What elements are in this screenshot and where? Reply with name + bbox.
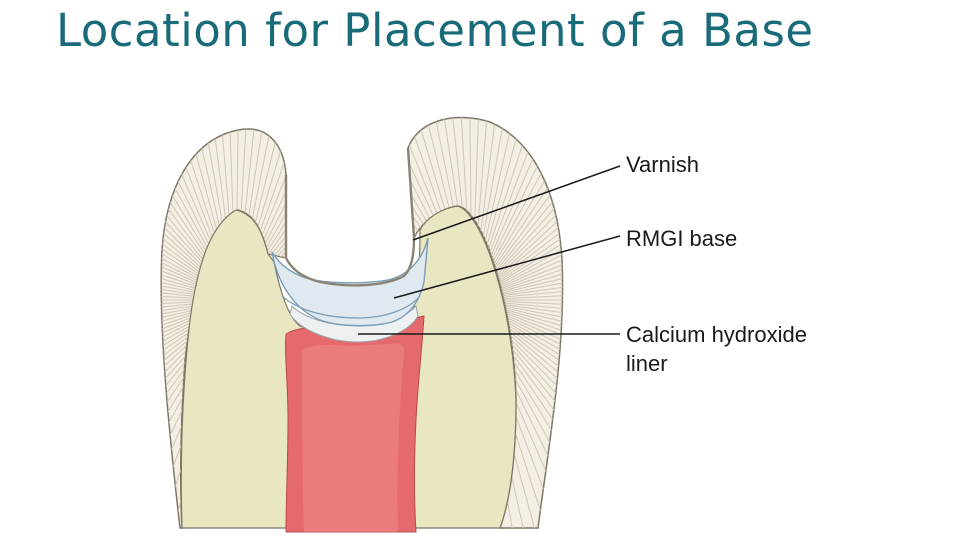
enamel-rod-line [476, 117, 542, 281]
enamel-rod-line [491, 303, 563, 349]
enamel-rod-line [489, 182, 563, 292]
enamel-rod-line [161, 128, 225, 285]
enamel-rod-line [489, 308, 563, 418]
enamel-rod-line [477, 117, 553, 282]
enamel-rod-line [161, 303, 217, 349]
enamel-rod-line [478, 117, 563, 282]
enamel-rod-line [161, 151, 220, 290]
enamel-rod-line [490, 204, 563, 294]
enamel-rod-line [161, 128, 222, 287]
bottom-fade [150, 470, 570, 542]
enamel-rod-line [489, 172, 563, 291]
enamel-rod-line [161, 287, 217, 300]
enamel-rod-line [491, 287, 563, 300]
enamel-rod-line [161, 304, 217, 361]
enamel-rod-line [480, 117, 563, 283]
enamel-rod-line [487, 311, 563, 459]
enamel-rod-line [491, 275, 563, 299]
enamel-rod-line [491, 263, 563, 298]
enamel-rod-line [161, 300, 217, 313]
varnish-leader-line [412, 165, 621, 241]
slide-title: Location for Placement of a Base [56, 4, 814, 57]
enamel-rod-line [486, 132, 563, 288]
enamel-rod-line [161, 204, 218, 294]
enamel-rod-line [491, 239, 563, 296]
enamel-rod-line [489, 309, 563, 428]
rmgi-base-inner-line [281, 295, 421, 319]
enamel-rod-line [161, 302, 217, 337]
enamel-rod-line [490, 216, 563, 295]
rmgi-base-leader-line [393, 235, 621, 299]
enamel-rod-line [491, 301, 563, 325]
enamel-rod-line [161, 161, 220, 290]
enamel-rod-line [161, 128, 224, 285]
enamel-rod-line [491, 227, 563, 295]
enamel-rod-line [485, 313, 563, 486]
enamel-rod-line [488, 161, 563, 290]
enamel-rod-line [161, 305, 218, 384]
enamel-rod-line [161, 301, 217, 325]
enamel-rod-line [161, 307, 218, 407]
enamel-rod-line [161, 128, 223, 286]
enamel-rod-line [161, 308, 219, 418]
enamel-rod-line [490, 307, 563, 407]
enamel-rod-line [485, 314, 563, 494]
enamel-rod-line [490, 306, 563, 396]
label-rmgi-base: RMGI base [626, 226, 737, 251]
enamel-rod-line [161, 310, 220, 439]
enamel-rod-line [161, 275, 217, 299]
enamel-rod-line [161, 132, 222, 288]
enamel-rod-line [488, 310, 563, 439]
enamel-rod-line [161, 128, 223, 287]
enamel-rod-line [248, 128, 286, 286]
enamel-rod-line [485, 117, 563, 286]
enamel-rod-line [161, 263, 217, 298]
cavity-preparation [288, 145, 411, 278]
enamel-rod-line [161, 141, 221, 289]
enamel-rod-line [161, 239, 217, 296]
enamel-rod-line [161, 305, 217, 373]
enamel-rod-line [246, 128, 286, 284]
enamel-rod-line [491, 305, 563, 373]
enamel-rod-line [491, 300, 563, 313]
enamel-rod-line [490, 193, 563, 293]
enamel-rod-line [161, 216, 218, 295]
enamel-rod-line [161, 128, 226, 284]
enamel-rod-line [490, 305, 563, 384]
enamel-rod-line [161, 306, 218, 396]
enamel-rod-line [161, 172, 219, 291]
enamel-rod-line [161, 309, 219, 428]
label-varnish: Varnish [626, 152, 699, 177]
enamel-rod-line [481, 117, 563, 283]
enamel-rod-line [161, 310, 220, 449]
enamel-rod-line [488, 151, 563, 290]
enamel-rod-line [491, 304, 563, 361]
enamel-rod-line [486, 313, 563, 477]
enamel-rod-line [161, 193, 218, 293]
enamel-rod-line [486, 123, 563, 287]
enamel-rod-line [491, 302, 563, 337]
label-calcium-hydroxide: Calcium hydroxide [626, 322, 807, 347]
enamel-rod-line [491, 251, 563, 297]
varnish-layer [284, 147, 416, 287]
enamel-rod-line [485, 117, 563, 287]
enamel-rod-line [161, 227, 217, 295]
enamel-rod-line [247, 128, 286, 284]
enamel-rod-line [486, 312, 563, 468]
label-liner: liner [626, 351, 668, 376]
enamel-rod-line [161, 251, 217, 297]
enamel-rod-line [479, 117, 563, 282]
enamel-rod-line [161, 182, 219, 292]
